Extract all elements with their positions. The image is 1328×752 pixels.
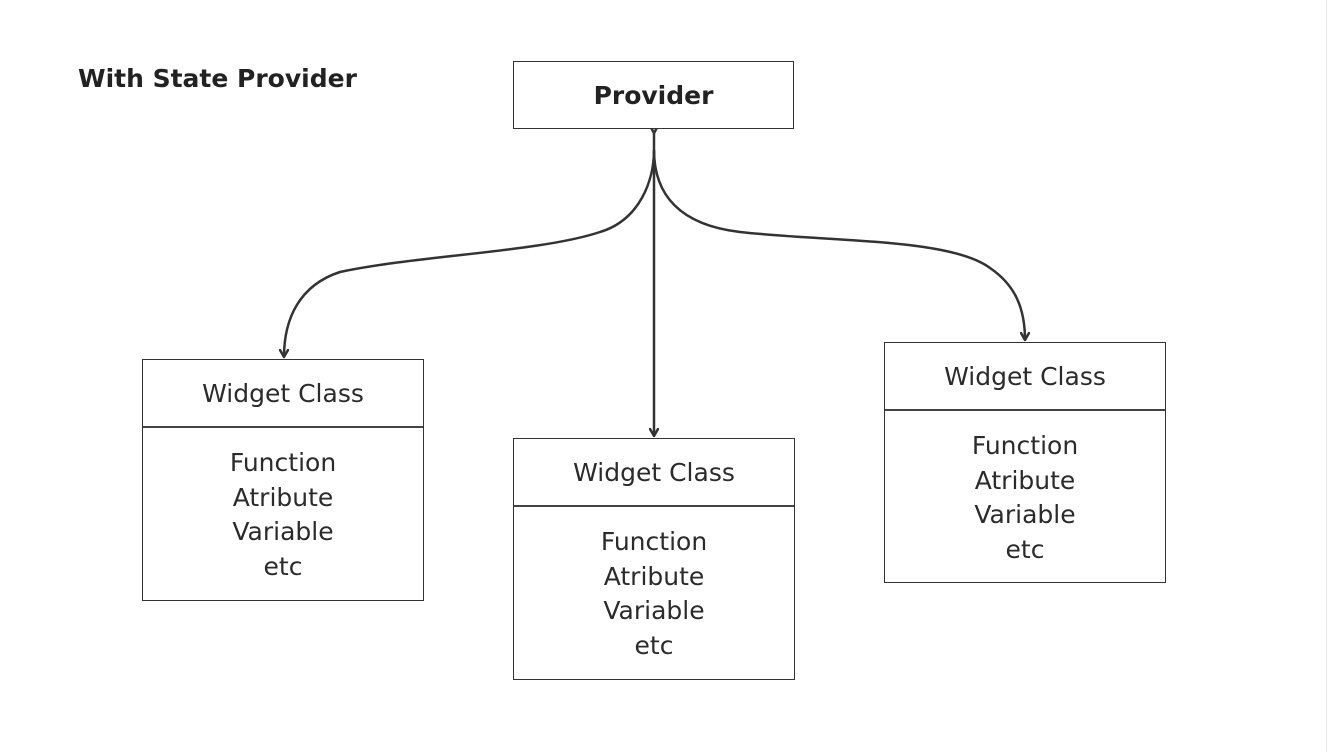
connector-provider-to-left-widget <box>284 149 656 357</box>
member-atribute: Atribute <box>603 561 705 591</box>
member-function: Function <box>600 527 708 556</box>
member-etc: etc <box>1005 534 1045 564</box>
widget-class-members: Function Atribute Variable etc <box>885 411 1165 567</box>
widget-class-box-left: Widget Class Function Atribute Variable … <box>142 359 424 601</box>
member-variable: Variable <box>603 596 705 625</box>
widget-class-header: Widget Class <box>514 439 794 507</box>
widget-class-header: Widget Class <box>885 343 1165 411</box>
provider-label: Provider <box>593 80 714 110</box>
page-edge-divider <box>1326 0 1327 752</box>
widget-class-members: Function Atribute Variable etc <box>514 507 794 663</box>
member-variable: Variable <box>974 500 1076 529</box>
member-variable: Variable <box>232 517 334 546</box>
member-atribute: Atribute <box>232 482 334 512</box>
widget-class-header: Widget Class <box>143 360 423 428</box>
widget-class-box-center: Widget Class Function Atribute Variable … <box>513 438 795 680</box>
widget-class-members: Function Atribute Variable etc <box>143 428 423 584</box>
connector-provider-to-right-widget <box>652 149 1025 340</box>
member-etc: etc <box>263 551 303 581</box>
member-etc: etc <box>634 630 674 660</box>
member-function: Function <box>229 448 337 477</box>
diagram-title: With State Provider <box>78 64 357 93</box>
member-function: Function <box>971 431 1079 460</box>
widget-class-box-right: Widget Class Function Atribute Variable … <box>884 342 1166 583</box>
provider-box: Provider <box>513 61 794 129</box>
member-atribute: Atribute <box>974 465 1076 495</box>
